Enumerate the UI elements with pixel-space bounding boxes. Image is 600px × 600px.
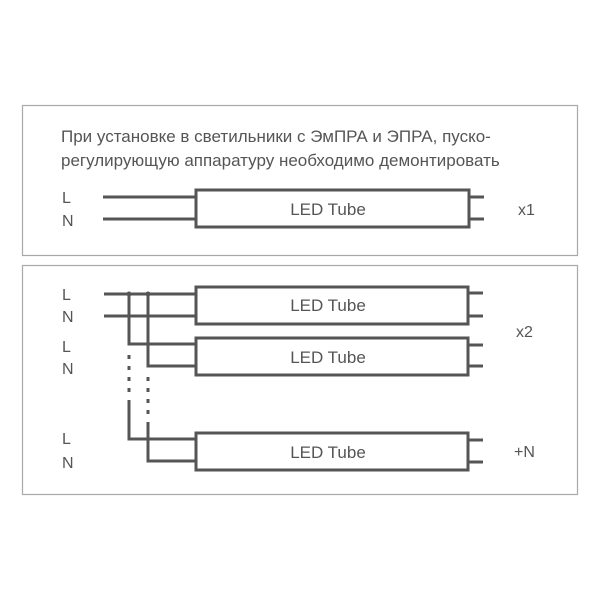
live-bus [127,294,196,346]
label-neutral: N [62,361,74,378]
install-note-line2: регулирующую аппаратуру необходимо демон… [61,151,500,170]
live-bus [127,400,196,441]
led-tube [194,285,470,326]
led-tube-label: LED Tube [290,348,366,367]
multiplier-label: x2 [516,324,533,341]
label-live: L [62,339,71,356]
tube-pins [468,291,483,464]
led-tube [194,188,471,229]
junction-dot [126,291,132,297]
junction-dot [145,291,151,297]
led-tube-label: LED Tube [290,200,366,219]
install-note-line1: При установке в светильники с ЭмПРА и ЭП… [61,127,491,146]
panel-border [21,104,579,257]
led-tube [194,431,470,472]
neutral-bus [146,422,196,463]
label-live: L [62,287,71,304]
multiplier-label: +N [514,444,535,461]
label-neutral: N [62,309,74,326]
label-neutral: N [62,213,74,230]
single-tube-panel: При установке в светильники с ЭмПРА и ЭП… [21,104,579,257]
multiplier-label: x1 [518,202,535,219]
label-live: L [62,190,71,207]
led-tube [194,336,470,377]
label-live: L [62,431,71,448]
led-tube-label: LED Tube [290,443,366,462]
neutral-bus [146,294,196,368]
multi-tube-panel: L N L N L N LED Tube LED Tube LED Tube [21,264,579,496]
label-neutral: N [62,455,74,472]
led-tube-label: LED Tube [290,296,366,315]
